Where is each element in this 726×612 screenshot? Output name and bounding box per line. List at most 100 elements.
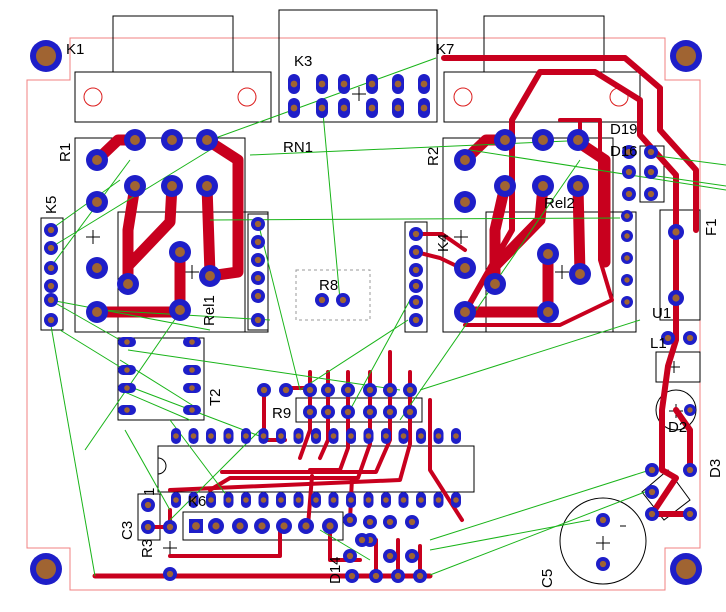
t2-pad: [183, 365, 201, 375]
ic-pin: [171, 428, 181, 444]
ic-pin: [328, 428, 339, 444]
ratsnest-line: [59, 329, 126, 371]
ic-pin: [223, 428, 234, 444]
r9-pad: [403, 383, 417, 397]
l1-body: [655, 351, 701, 383]
ratsnest-line: [49, 319, 96, 577]
capacitor-c5-body: [559, 497, 647, 585]
d2-pad: [684, 404, 696, 416]
label-r1: R1: [57, 143, 74, 162]
trace: [201, 180, 216, 280]
r9-pad: [321, 383, 335, 397]
rel1-pad: [196, 175, 218, 197]
copper-traces: [91, 55, 699, 579]
r9-pad: [383, 405, 397, 419]
rel2-pad: [537, 301, 559, 323]
rel2-pad: [567, 129, 589, 151]
k4-pad: [409, 295, 423, 309]
ic-pin: [451, 428, 461, 444]
board-outline: [26, 37, 701, 591]
label-r9: R9: [272, 405, 291, 422]
label-c1: 1: [141, 488, 158, 496]
label-k1: K1: [66, 41, 84, 58]
k3-pad: [316, 98, 328, 118]
rel2-pad: [569, 263, 591, 285]
rel1-pad: [169, 241, 191, 263]
ic-pin: [241, 492, 251, 508]
ic-pin: [311, 492, 321, 508]
rn1-pad: [251, 313, 265, 327]
hole-marker-k1-right: [237, 87, 257, 107]
ic-pin: [451, 492, 461, 508]
k4-pad: [409, 313, 423, 327]
k6-pad: [208, 518, 224, 534]
label-rn1: RN1: [283, 139, 313, 156]
rel1-pad: [117, 273, 139, 295]
r9-body: [295, 397, 423, 423]
hole-marker-k1-left: [83, 87, 103, 107]
label-rel1: Rel1: [201, 295, 218, 326]
t2-pad: [183, 383, 201, 393]
label-c3: C3: [119, 521, 136, 540]
ratsnest-line: [319, 529, 371, 561]
ic-pin: [363, 428, 374, 444]
k5-pad: [44, 279, 58, 293]
k3-pad: [316, 74, 328, 94]
label-u1: U1: [652, 305, 671, 322]
ratsnest-line: [209, 217, 621, 221]
k5-pad: [44, 313, 58, 327]
rn1-pad: [251, 289, 265, 303]
connector-k1-body: [74, 15, 272, 123]
r9-pad: [303, 405, 317, 419]
rel1-pad: [86, 257, 108, 279]
ic-pin: [398, 492, 409, 508]
label-l1: L1: [650, 335, 667, 352]
ic-pin: [381, 492, 391, 508]
t2-pad: [183, 405, 201, 415]
k6-pad: [276, 518, 292, 534]
k5-pad: [44, 261, 58, 275]
ic-pin: [276, 492, 286, 508]
k6-pad: [298, 518, 314, 534]
rel1-pad: [86, 149, 108, 171]
mounting-hole-top-right: [670, 40, 702, 72]
hole-marker-k7-left: [453, 87, 473, 107]
rel2-pad: [537, 243, 559, 265]
label-k6: K6: [188, 493, 206, 510]
mounting-hole-bottom-left: [30, 553, 62, 585]
t2-pad: [118, 365, 136, 375]
ic-pin: [433, 492, 444, 508]
l1-pad: [661, 331, 675, 345]
rel1-pad: [199, 265, 221, 287]
rn2-pad: [621, 230, 633, 242]
ic-pin: [276, 428, 286, 444]
label-d2: D2: [668, 419, 687, 436]
ratsnest-line: [299, 319, 409, 391]
ratsnest-line: [49, 299, 121, 341]
c3-pad: [163, 520, 177, 534]
trace: [306, 474, 314, 528]
rel1-pad: [124, 129, 146, 151]
rel2-pad: [532, 175, 554, 197]
rn1-pad: [251, 235, 265, 249]
t2-pad: [118, 383, 136, 393]
ic-pin: [363, 492, 374, 508]
rel2-pad: [454, 257, 476, 279]
r8-pad: [336, 293, 350, 307]
r8-pad: [315, 293, 329, 307]
k3-pad: [392, 98, 404, 118]
k3-pad: [338, 74, 350, 94]
t2-pad: [118, 337, 136, 347]
component-pads: [44, 74, 697, 583]
k5-pad: [44, 223, 58, 237]
rn1-pad: [251, 217, 265, 231]
bottom-pad: [391, 569, 405, 583]
rn2-pad: [621, 252, 633, 264]
k4-pad: [409, 263, 423, 277]
ratsnest-line: [49, 179, 121, 231]
r9-pad: [403, 405, 417, 419]
trace: [673, 407, 693, 473]
label-f1: F1: [703, 218, 720, 236]
k3-pad: [288, 98, 300, 118]
ratsnest-line: [169, 429, 261, 521]
